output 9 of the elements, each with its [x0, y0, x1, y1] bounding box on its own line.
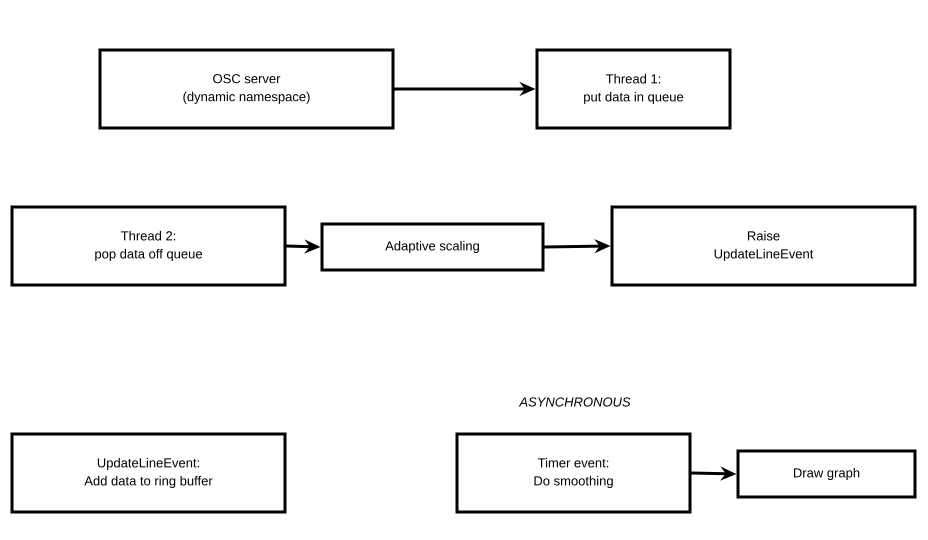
process-box: Draw graph [736, 449, 916, 498]
process-box: UpdateLineEvent: Add data to ring buffer [10, 432, 286, 514]
process-box: Timer event: Do smoothing [456, 432, 692, 514]
process-box: OSC server (dynamic namespace) [98, 48, 394, 130]
process-box: Thread 1: put data in queue [536, 48, 732, 130]
process-box: Thread 2: pop data off queue [10, 205, 286, 286]
process-box: Raise UpdateLineEvent [610, 205, 916, 286]
note-label: ASYNCHRONOUS [518, 397, 630, 407]
process-box: Adaptive scaling [320, 222, 544, 272]
